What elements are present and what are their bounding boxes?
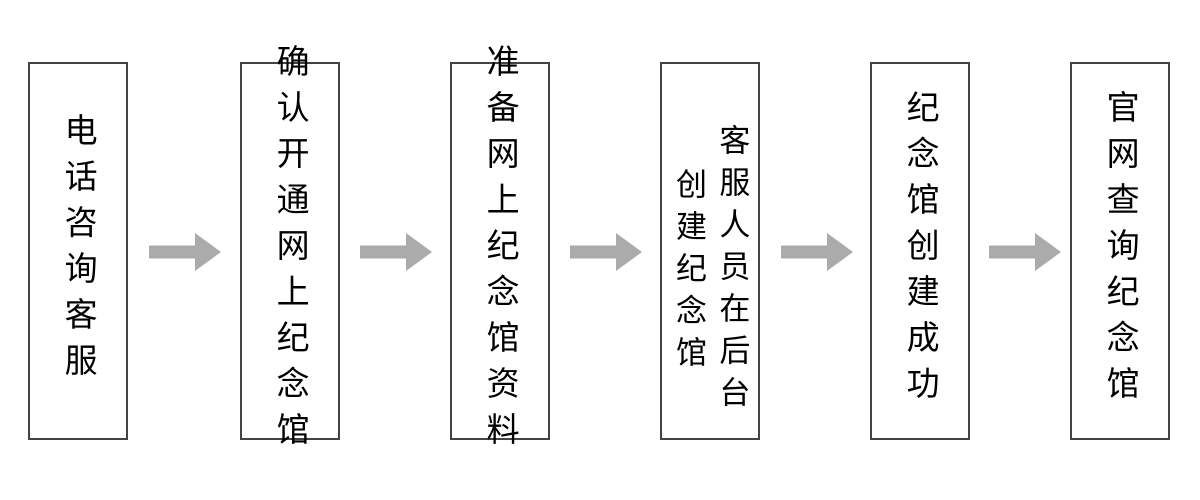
- flow-node-6-label: 官网查询纪念馆: [1102, 90, 1140, 412]
- flow-node-5-label: 纪念馆创建成功: [902, 90, 940, 412]
- flow-node-6[interactable]: 官网查询纪念馆: [1070, 62, 1170, 440]
- flow-node-3-label: 准备网上纪念馆资料: [482, 44, 520, 458]
- flow-arrow-4: [781, 233, 853, 271]
- flow-node-1-label: 电话咨询客服: [60, 113, 98, 389]
- flow-node-4-label-secondary: 创建纪念馆: [671, 168, 706, 378]
- flow-arrow-5: [989, 233, 1061, 271]
- flow-node-2[interactable]: 确认开通网上纪念馆: [240, 44, 340, 458]
- flow-arrow-1: [149, 233, 221, 271]
- flow-node-3[interactable]: 准备网上纪念馆资料: [450, 44, 550, 458]
- flow-node-1[interactable]: 电话咨询客服: [28, 62, 128, 440]
- flow-node-2-label: 确认开通网上纪念馆: [272, 44, 310, 458]
- flow-node-4[interactable]: 客服人员在后台 创建纪念馆: [660, 62, 760, 440]
- flow-arrow-3: [570, 233, 642, 271]
- flow-node-5[interactable]: 纪念馆创建成功: [870, 62, 970, 440]
- flow-arrow-2: [360, 233, 432, 271]
- flow-node-4-label-primary: 客服人员在后台: [714, 124, 750, 418]
